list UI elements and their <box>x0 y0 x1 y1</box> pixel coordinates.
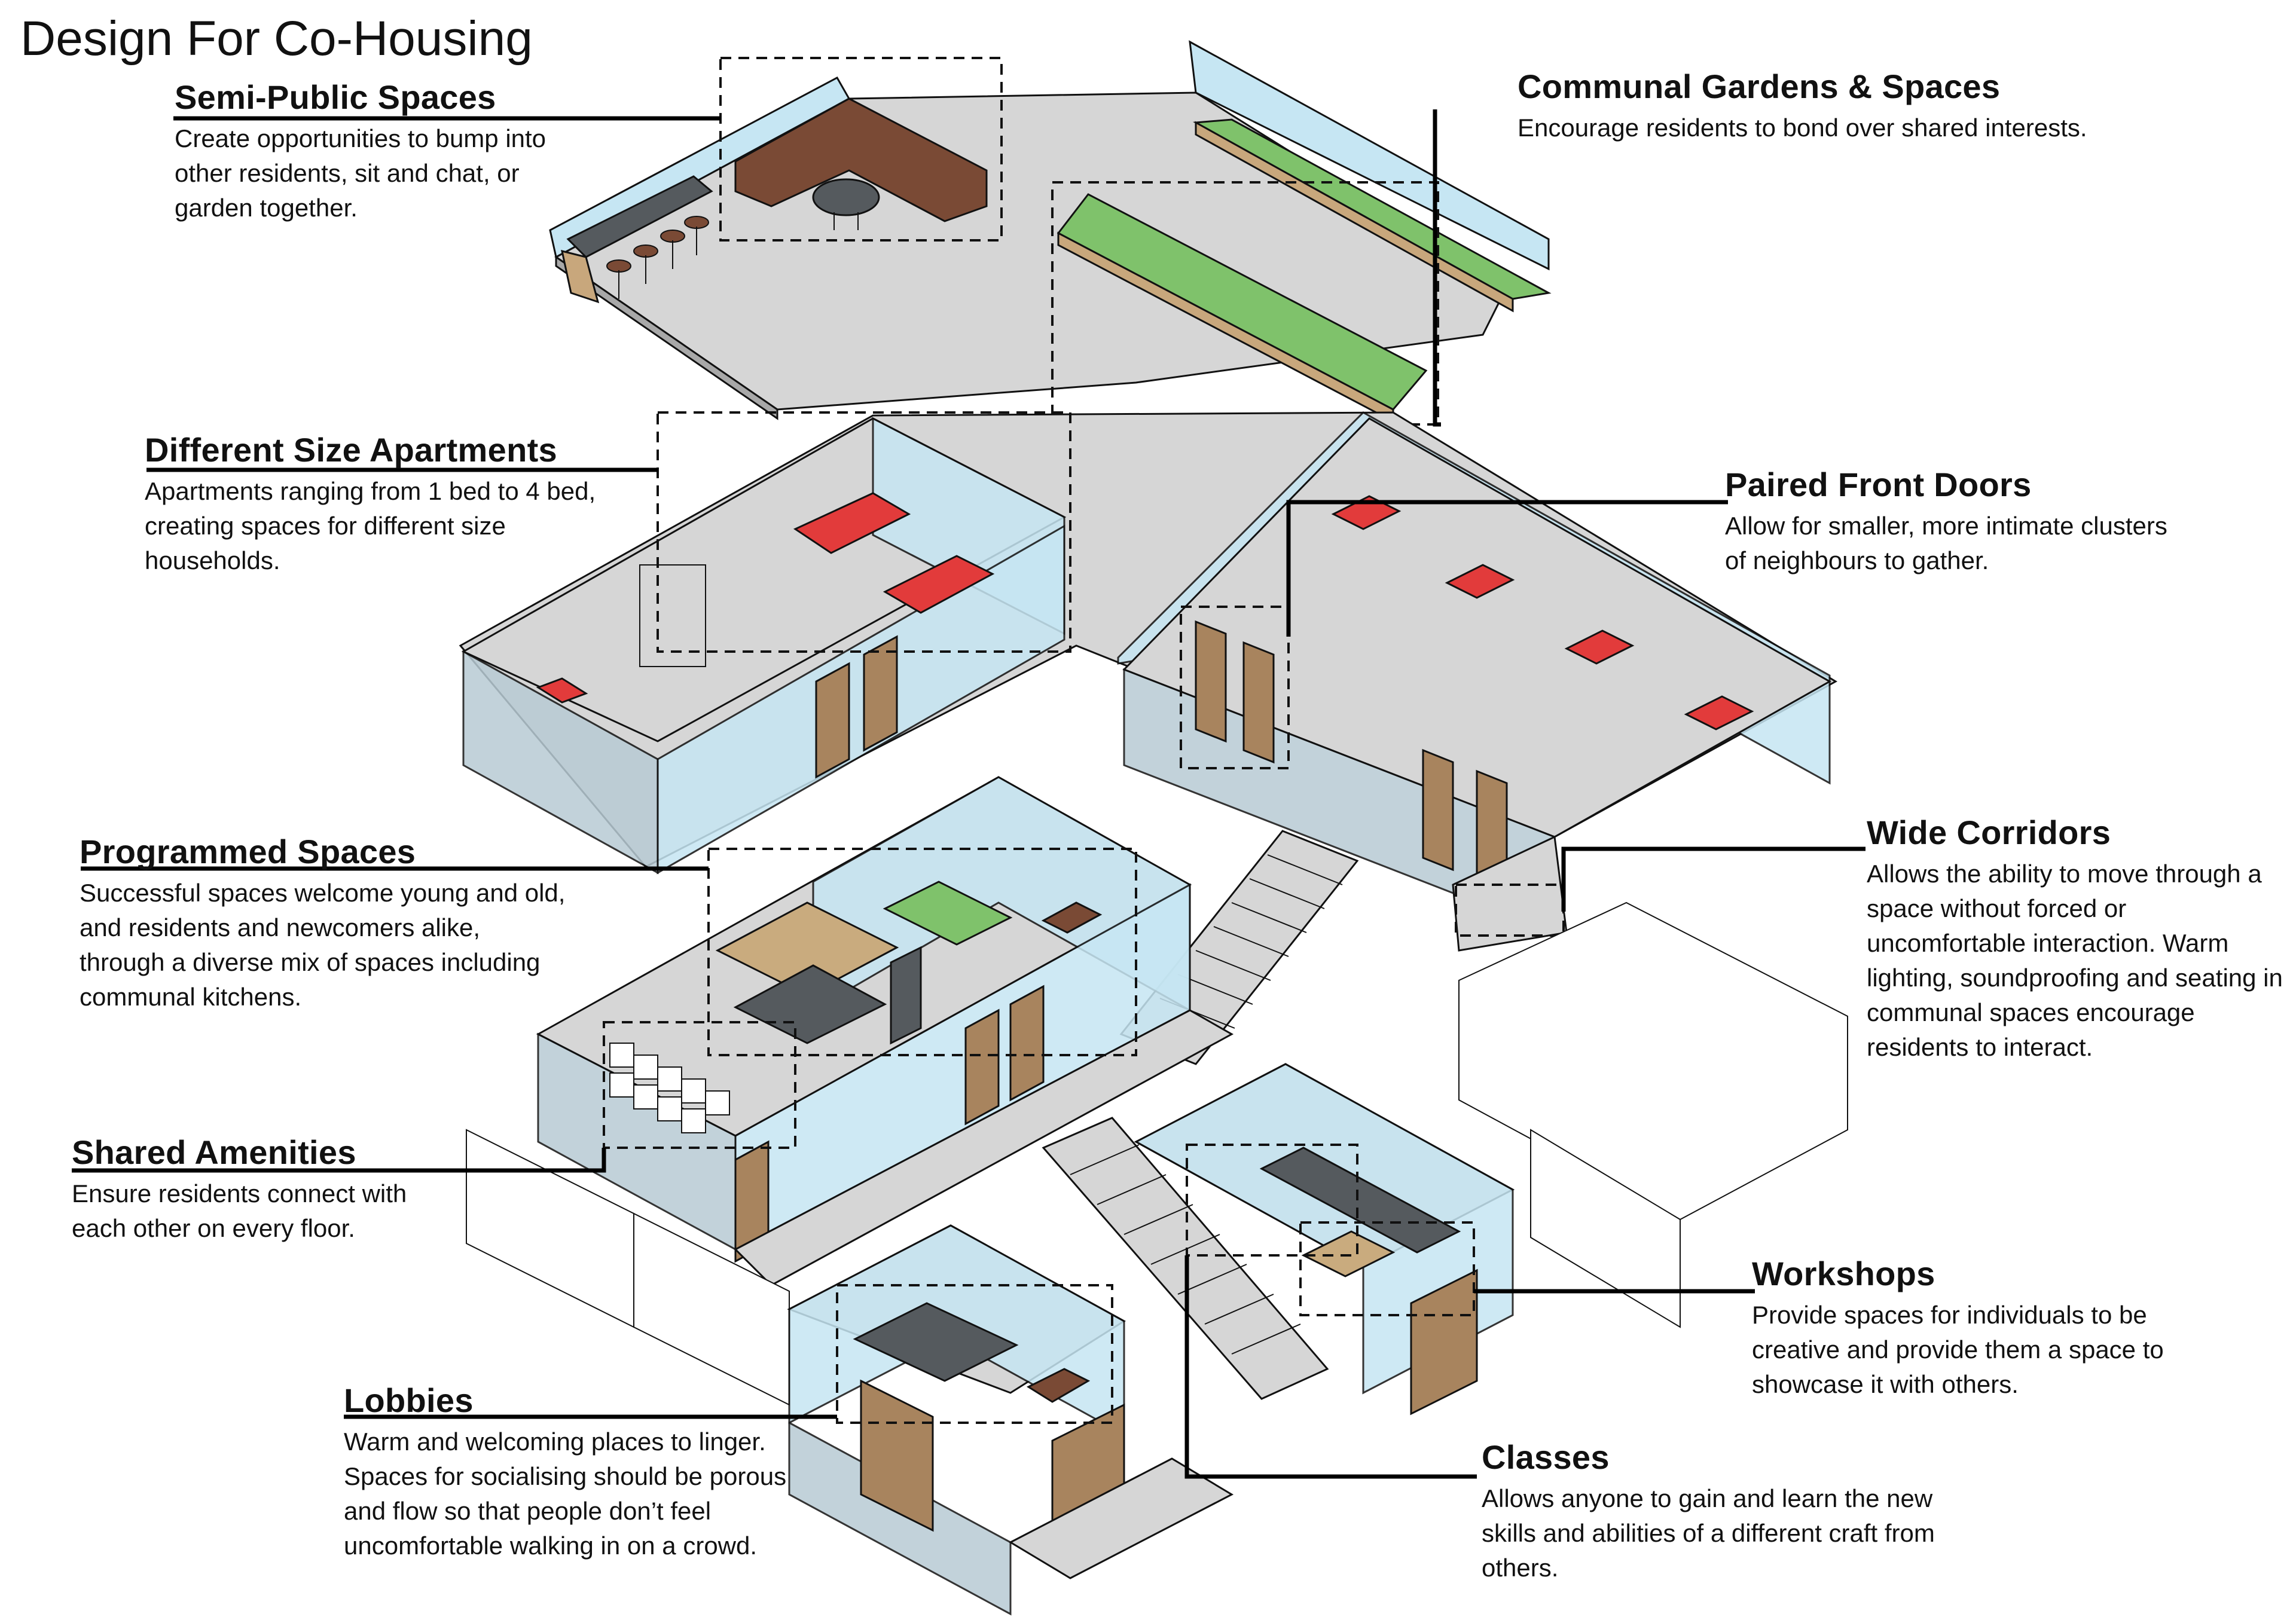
door <box>1009 985 1045 1102</box>
kitchen-cabinets <box>715 901 899 997</box>
caption-body: Create opportunities to bump into other … <box>175 124 546 222</box>
page-title: Design For Co-Housing <box>20 11 533 66</box>
caption-heading: Lobbies <box>344 1381 474 1419</box>
door <box>1422 748 1454 872</box>
door <box>1242 641 1275 764</box>
bed <box>793 492 911 554</box>
caption-apartments: Different Size Apartments Apartments ran… <box>145 430 617 578</box>
caption-heading: Workshops <box>1752 1255 1935 1292</box>
shower <box>639 564 706 667</box>
callout-box-lobbies <box>836 1284 1113 1424</box>
cabinet <box>1041 901 1103 934</box>
caption-paired-doors: Paired Front Doors Allow for smaller, mo… <box>1725 465 2179 578</box>
bed <box>883 555 995 614</box>
programmed-level <box>536 776 1234 1286</box>
coffee-table <box>812 178 880 216</box>
caption-heading: Programmed Spaces <box>80 833 416 870</box>
callout-box-workshops <box>1186 1144 1358 1257</box>
caption-heading: Classes <box>1482 1438 1610 1476</box>
leader-lines <box>72 109 1866 1479</box>
apt-right-doors <box>1195 620 1508 893</box>
caption-heading: Communal Gardens & Spaces <box>1518 68 2001 105</box>
ping-pong-table <box>883 881 1013 946</box>
caption-body: Apartments ranging from 1 bed to 4 bed, … <box>145 477 596 574</box>
bar-stools <box>606 216 709 299</box>
caption-body: Warm and welcoming places to linger. Spa… <box>344 1428 787 1560</box>
shell-right-2 <box>1530 1129 1681 1328</box>
ground-level <box>466 901 1848 1616</box>
caption-lobbies: Lobbies Warm and welcoming places to lin… <box>344 1381 798 1563</box>
caption-body: Allow for smaller, more intimate cluster… <box>1725 512 2167 574</box>
workshop-table <box>1301 1230 1396 1277</box>
kitchen-worktop <box>733 964 887 1044</box>
caption-heading: Semi-Public Spaces <box>175 78 496 116</box>
door <box>964 1008 1000 1126</box>
bed <box>1684 695 1754 730</box>
callout-box-apartments <box>657 411 1071 653</box>
caption-body: Allows the ability to move through a spa… <box>1867 860 2283 1061</box>
leader-amenities <box>72 1148 606 1173</box>
caption-classes: Classes Allows anyone to gain and learn … <box>1482 1438 1936 1585</box>
bed <box>1445 564 1515 599</box>
bed-small <box>536 677 588 704</box>
bed <box>1564 629 1635 665</box>
corridor-lower <box>734 1009 1234 1286</box>
leader-classes <box>1184 1255 1477 1479</box>
caption-body: Successful spaces welcome young and old,… <box>80 879 566 1011</box>
callout-box-programmed <box>707 848 1137 1056</box>
caption-workshops: Workshops Provide spaces for individuals… <box>1752 1254 2194 1402</box>
bar-counter <box>566 175 713 258</box>
lobby-cabinet <box>1026 1368 1091 1403</box>
caption-heading: Different Size Apartments <box>145 431 557 469</box>
callout-box-semi-public <box>719 57 1003 242</box>
washing-machines <box>609 1043 730 1133</box>
leader-wide-corridors <box>1561 846 1866 912</box>
caption-heading: Wide Corridors <box>1867 814 2111 851</box>
door <box>1195 620 1227 743</box>
roof-terrace-level <box>549 40 1552 426</box>
caption-body: Encourage residents to bond over shared … <box>1518 114 2087 142</box>
workshop-bench <box>1259 1147 1461 1254</box>
caption-body: Allows anyone to gain and learn the new … <box>1482 1484 1935 1582</box>
caption-shared-amenities: Shared Amenities Ensure residents connec… <box>72 1133 466 1246</box>
caption-heading: Shared Amenities <box>72 1133 356 1171</box>
lobby-door <box>860 1379 934 1532</box>
roof-floor-edge <box>555 255 778 420</box>
caption-communal-gardens: Communal Gardens & Spaces Encourage resi… <box>1518 67 2175 145</box>
leader-gardens <box>1433 109 1441 427</box>
caption-wide-corridors: Wide Corridors Allows the ability to mov… <box>1867 813 2285 1065</box>
door <box>863 635 898 752</box>
callout-box-gardens <box>1051 181 1439 426</box>
caption-body: Ensure residents connect with each other… <box>72 1179 407 1242</box>
apt-right-beds <box>1331 495 1754 730</box>
callout-box-amenities <box>603 1021 796 1149</box>
workshop-door <box>1410 1269 1478 1416</box>
caption-heading: Paired Front Doors <box>1725 466 2032 503</box>
caption-programmed: Programmed Spaces Successful spaces welc… <box>80 832 570 1014</box>
callout-box-classes <box>1299 1221 1475 1316</box>
caption-semi-public: Semi-Public Spaces Create opportunities … <box>175 78 557 225</box>
apartment-level <box>459 411 1837 952</box>
lobby-path <box>1008 1457 1234 1579</box>
lobby-desk <box>853 1302 1019 1382</box>
callout-box-paired-doors <box>1180 606 1290 769</box>
l-sofa <box>734 97 988 222</box>
shell-right <box>1458 901 1848 1221</box>
lobby-frontwall <box>788 1421 1012 1616</box>
fridge <box>890 946 922 1045</box>
glass-parapet <box>1189 40 1550 271</box>
bar-counter-front <box>561 249 600 304</box>
caption-body: Provide spaces for individuals to be cre… <box>1752 1301 2164 1398</box>
door <box>815 662 850 779</box>
leader-paired-doors <box>1286 500 1728 637</box>
